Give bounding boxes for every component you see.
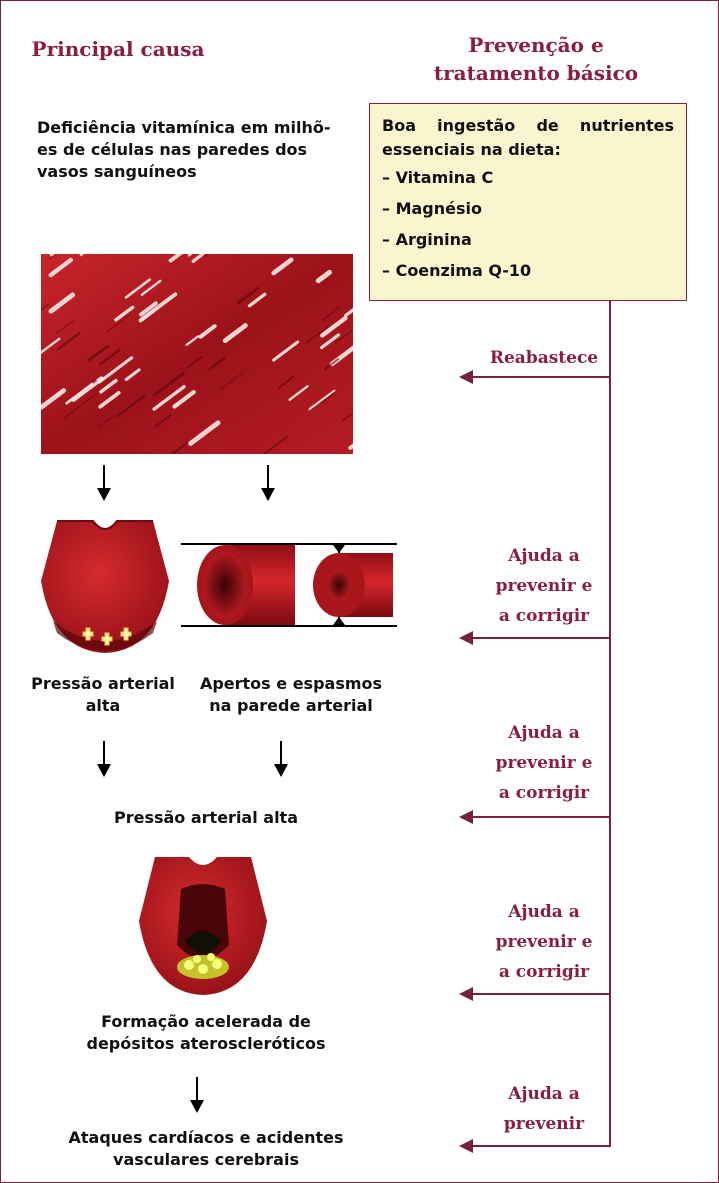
left-arrow	[473, 637, 609, 639]
left-arrow	[473, 816, 609, 818]
down-arrow	[103, 465, 105, 489]
cause-line-2: es de células nas paredes dos	[37, 139, 357, 161]
right-header-line1: Prevenção e	[421, 31, 651, 59]
left-arrow	[473, 1145, 611, 1147]
prevention-heading: Boa ingestão de nutrientes essenciais na…	[382, 114, 674, 162]
down-arrow	[196, 1077, 198, 1101]
right-label-line: prevenir e	[481, 927, 607, 957]
artery-pressure-icon	[37, 511, 173, 661]
label-deposits-line1: Formação acelerada de	[61, 1011, 351, 1033]
right-label-ajuda-4: Ajuda a prevenir	[481, 1079, 607, 1139]
right-label-ajuda-3: Ajuda a prevenir e a corrigir	[481, 897, 607, 987]
down-arrow	[103, 741, 105, 765]
plaque-artery-icon	[133, 849, 273, 1001]
prevention-connector-line	[609, 301, 611, 1145]
right-label-line: prevenir e	[481, 748, 607, 778]
label-high-pressure-line1: Pressão arterial	[23, 673, 183, 695]
right-header-line2: tratamento básico	[421, 59, 651, 87]
label-deposits-line2: depósitos ateroscleróticos	[61, 1033, 351, 1055]
label-spasms-line1: Apertos e espasmos	[191, 673, 391, 695]
right-label-line: Reabastece	[481, 343, 607, 373]
nutrient-item: – Magnésio	[382, 193, 674, 224]
vessel-tissue-image	[41, 254, 353, 454]
nutrient-list: – Vitamina C – Magnésio – Arginina – Coe…	[382, 162, 674, 286]
right-label-line: Ajuda a	[481, 1079, 607, 1109]
label-attacks-line1: Ataques cardíacos e acidentes	[31, 1127, 381, 1149]
right-label-ajuda-2: Ajuda a prevenir e a corrigir	[481, 718, 607, 808]
cause-text: Deficiência vitamínica em milhõ- es de c…	[37, 117, 357, 183]
left-arrow	[473, 376, 609, 378]
label-high-pressure: Pressão arterial alta	[23, 673, 183, 717]
label-high-pressure-line2: alta	[23, 695, 183, 717]
nutrient-item: – Vitamina C	[382, 162, 674, 193]
left-header: Principal causa	[23, 35, 213, 63]
right-label-reabastece: Reabastece	[481, 343, 607, 373]
right-label-line: prevenir e	[481, 571, 607, 601]
down-arrow	[267, 465, 269, 489]
down-arrow	[280, 741, 282, 765]
label-spasms-line2: na parede arterial	[191, 695, 391, 717]
right-label-line: prevenir	[481, 1109, 607, 1139]
label-high-pressure-2: Pressão arterial alta	[61, 807, 351, 829]
right-label-line: Ajuda a	[481, 541, 607, 571]
artery-spasm-icon	[181, 529, 397, 641]
right-label-line: a corrigir	[481, 957, 607, 987]
prevention-box: Boa ingestão de nutrientes essenciais na…	[369, 103, 687, 301]
cause-line-3: vasos sanguíneos	[37, 161, 357, 183]
label-attacks: Ataques cardíacos e acidentes vasculares…	[31, 1127, 381, 1171]
label-attacks-line2: vasculares cerebrais	[31, 1149, 381, 1171]
right-label-line: Ajuda a	[481, 718, 607, 748]
left-arrow	[473, 993, 609, 995]
right-header: Prevenção e tratamento básico	[421, 31, 651, 87]
nutrient-item: – Coenzima Q-10	[382, 255, 674, 286]
right-label-ajuda-1: Ajuda a prevenir e a corrigir	[481, 541, 607, 631]
nutrient-item: – Arginina	[382, 224, 674, 255]
right-label-line: a corrigir	[481, 778, 607, 808]
right-label-line: a corrigir	[481, 601, 607, 631]
label-spasms: Apertos e espasmos na parede arterial	[191, 673, 391, 717]
cause-line-1: Deficiência vitamínica em milhõ-	[37, 117, 357, 139]
right-label-line: Ajuda a	[481, 897, 607, 927]
label-deposits: Formação acelerada de depósitos ateroscl…	[61, 1011, 351, 1055]
